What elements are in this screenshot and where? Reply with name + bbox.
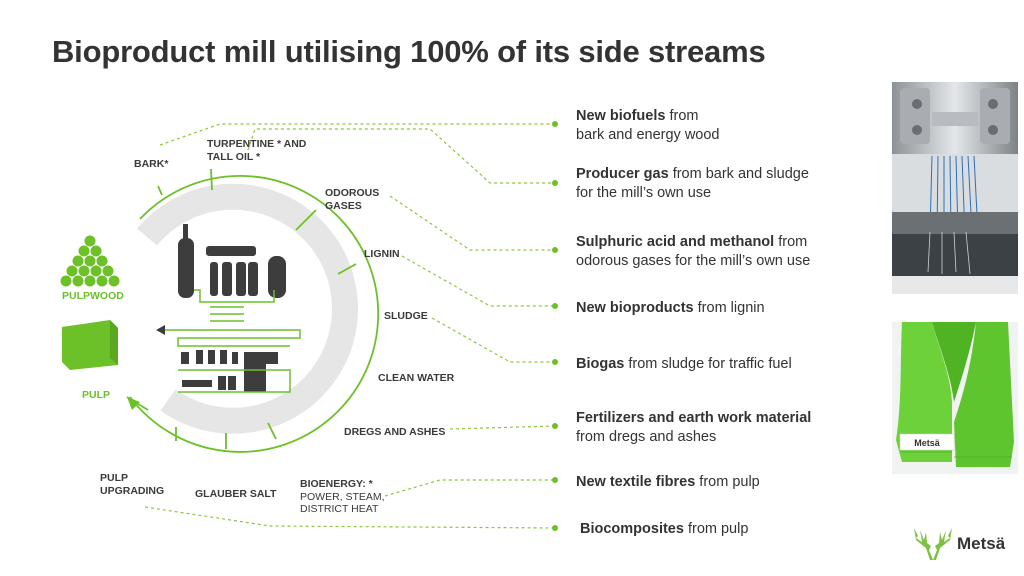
connector-dregs: [449, 425, 556, 430]
pulp-label: PULP: [82, 389, 111, 401]
metsa-logo: Metsä: [912, 526, 1005, 562]
flow-arrow-icon: [156, 325, 165, 335]
moose-antlers-icon: [914, 528, 952, 560]
dregs-ashes-label: DREGS AND ASHES: [344, 426, 446, 438]
connector-turpentine: [247, 128, 555, 184]
bioenergy-label: BIOENERGY: * POWER, STEAM, DISTRICT HEAT: [300, 478, 385, 515]
connector-dots: [552, 121, 558, 531]
sludge-label: SLUDGE: [384, 310, 428, 322]
page-title: Bioproduct mill utilising 100% of its si…: [52, 34, 766, 69]
connector-odorous: [389, 195, 555, 251]
bark-label: BARK*: [134, 158, 169, 170]
dashed-connectors: [144, 123, 556, 529]
odorous-gases-label: ODOROUS GASES: [325, 187, 380, 212]
green-ring: [126, 168, 380, 453]
connector-lignin: [401, 255, 555, 307]
green-scarf-photo: Metsä: [892, 322, 1018, 474]
pulpwood-pile-icon: [60, 235, 120, 287]
pulp-upgrading-label: PULP UPGRADING: [100, 472, 165, 497]
scarf-label: Metsä: [914, 438, 941, 448]
clean-water-label: CLEAN WATER: [378, 372, 455, 384]
output-biocomposites: Biocomposites from pulp: [580, 521, 749, 537]
connector-pulp-upgrading: [144, 506, 556, 529]
output-biogas: Biogas from sludge for traffic fuel: [576, 356, 792, 372]
output-biofuels: New biofuels from bark and energy wood: [576, 108, 720, 143]
pulpwood-label: PULPWOOD: [62, 290, 124, 302]
connector-bioenergy: [384, 479, 555, 497]
lignin-label: LIGNIN: [364, 248, 400, 260]
mill-machinery-icon: [178, 224, 286, 392]
mill-piping: [160, 289, 301, 393]
pulp-bale-icon: [62, 320, 118, 370]
turpentine-label: TURPENTINE * AND TALL OIL *: [207, 138, 307, 163]
output-fertilizers: Fertilizers and earth work material from…: [576, 410, 812, 445]
output-producer-gas: Producer gas from bark and sludge for th…: [576, 166, 809, 201]
output-textile-fibres: New textile fibres from pulp: [576, 474, 760, 490]
process-ring: [137, 183, 358, 434]
fibre-spinning-photo: [892, 82, 1018, 294]
output-sulphuric-acid: Sulphuric acid and methanol from odorous…: [576, 234, 811, 269]
ring-arrow-icon: [127, 397, 140, 410]
glauber-salt-label: GLAUBER SALT: [195, 488, 277, 500]
connector-sludge: [431, 317, 555, 363]
logo-text: Metsä: [957, 534, 1006, 553]
output-bioproducts: New bioproducts from lignin: [576, 300, 765, 316]
